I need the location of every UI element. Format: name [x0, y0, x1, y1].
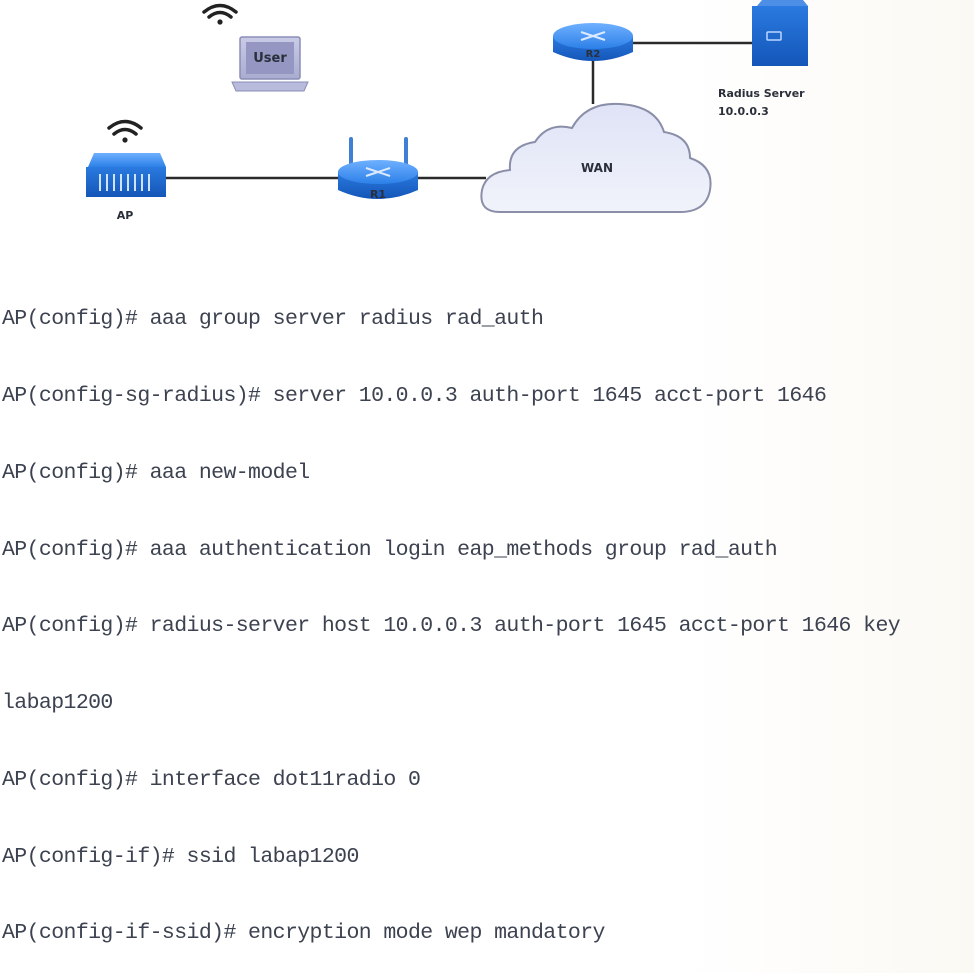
router-icon [338, 160, 418, 199]
user-node: User [202, 3, 309, 92]
cli-line: AP(config)# interface dot11radio 0 [2, 767, 421, 792]
r2-label: R2 [586, 49, 601, 60]
cli-line: AP(config)# radius-server host 10.0.0.3 … [2, 614, 901, 639]
cli-line: AP(config)# aaa new-model [2, 460, 310, 485]
cloud-icon [480, 102, 712, 213]
user-label: User [253, 51, 287, 66]
wifi-icon [202, 3, 238, 25]
cli-config-block: AP(config)# aaa group server radius rad_… [2, 256, 901, 973]
wan-label: WAN [581, 161, 613, 175]
cli-line: AP(config-sg-radius)# server 10.0.0.3 au… [2, 383, 827, 408]
cli-line: labap1200 [2, 691, 113, 716]
r1-label: R1 [370, 188, 386, 201]
links [165, 41, 752, 180]
router-icon [553, 23, 633, 61]
r1-node: R1 [338, 137, 418, 201]
radius-server-node: Radius Server 10.0.0.3 [718, 0, 808, 118]
cli-line: AP(config)# aaa authentication login eap… [2, 537, 778, 562]
wan-node: WAN [480, 102, 712, 213]
cli-line: AP(config)# aaa group server radius rad_… [2, 307, 544, 332]
laptop-icon [231, 36, 309, 92]
server-icon [752, 0, 808, 66]
antenna-icon [349, 137, 408, 168]
ap-label: AP [117, 209, 134, 222]
ap-node: AP [86, 119, 166, 222]
wifi-icon [107, 119, 143, 143]
radius-server-label: Radius Server [718, 87, 805, 100]
access-point-icon [86, 153, 166, 197]
cli-line: AP(config-if)# ssid labap1200 [2, 844, 359, 869]
r2-node: R2 [553, 23, 633, 61]
network-topology-diagram: User AP [86, 0, 808, 222]
radius-server-ip: 10.0.0.3 [718, 105, 769, 118]
cli-line: AP(config-if-ssid)# encryption mode wep … [2, 921, 605, 946]
